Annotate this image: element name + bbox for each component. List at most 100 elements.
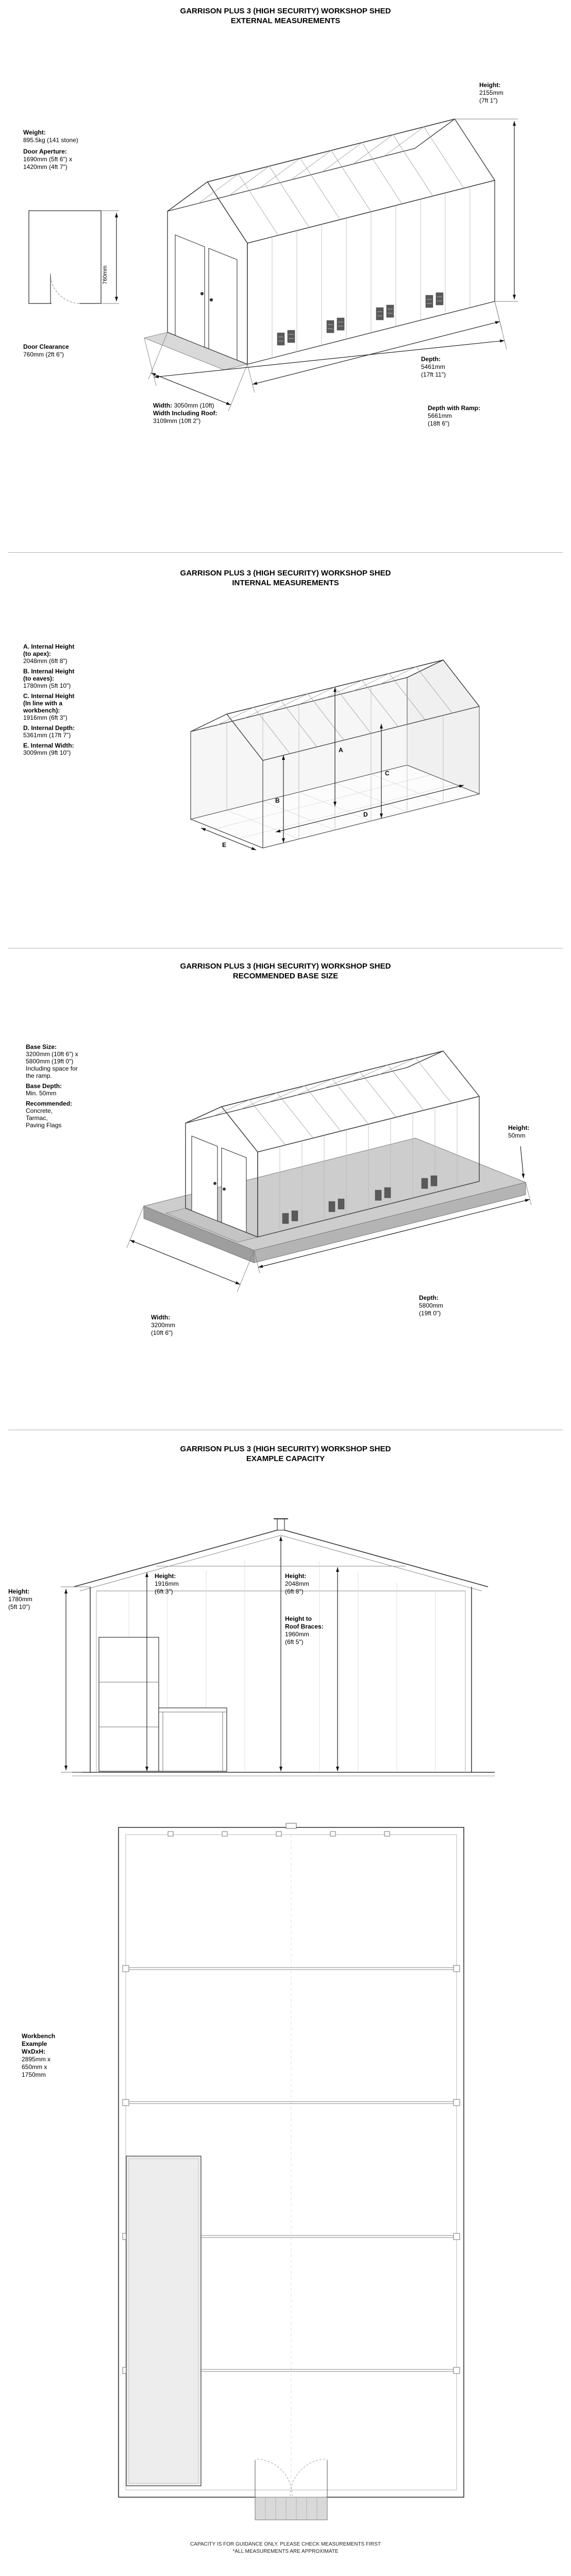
base-height-block: Height: 50mm [508,1124,529,1140]
internal-c-label: C. Internal Height [23,692,75,700]
height-dimension [455,118,518,302]
internal-d-value: 5361mm (17ft 7") [23,732,71,739]
louver-vents [277,292,444,346]
base-depth-dim-block: Depth: 5800mm (19ft 0") [419,1294,443,1317]
elevation-drawing [61,1518,495,1776]
workbench-value-1: 2895mm x [22,2056,51,2063]
external-subtitle: EXTERNAL MEASUREMENTS [230,16,341,25]
workbench-elevation [98,1637,227,1772]
roof-ribs [213,1058,452,1145]
capacity-h1780-block: Height: 1780mm (5ft 10") [8,1588,32,1611]
base-depth-value: Min. 50mm [26,1090,57,1097]
weight-value: 895.5kg (141 stone) [23,137,78,144]
height-label: Height: [479,81,501,89]
depth-ramp-dimension [144,301,507,386]
height-value-imperial: (7ft 1") [479,97,498,104]
depth-value-imperial: (17ft 11") [421,371,446,378]
front-doors [175,234,238,361]
width-line: Width: 3050mm (10ft) [153,402,217,410]
internal-b-label: B. Internal Height [23,668,75,675]
capacity-h1916-block: Height: 1916mm (6ft 3") [155,1572,179,1596]
h1780-value: 1780mm [8,1596,32,1603]
depth-ramp-block: Depth with Ramp: 5661mm (18ft 6") [428,404,480,428]
weight-aperture-block: Weight: 895.5kg (141 stone) Door Apertur… [23,129,78,171]
h1916-label: Height: [155,1572,176,1580]
h1916-value: 1916mm [155,1580,179,1587]
depth-label: Depth: [421,355,441,363]
product-title: GARRISON PLUS 3 (HIGH SECURITY) WORKSHOP… [180,569,391,578]
depth-ramp-value: 5661mm [428,412,452,419]
door-swing-arc-left [255,2459,293,2497]
base-size-value-1: 3200mm (10ft 6") x [26,1050,78,1058]
internal-measures-block: A. Internal Height (to apex): 2048mm (6f… [23,643,75,756]
width-roof-value: 3109mm (10ft 2") [153,417,201,425]
width-label: Width: [153,402,173,409]
separator [8,552,563,553]
weight-label: Weight: [23,129,46,136]
door-clearance-block: Door Clearance 760mm (2ft 6") [23,343,69,359]
internal-a-label-2: (to apex): [23,650,51,657]
capacity-h2048-block: Height: 2048mm (6ft 8") [285,1572,309,1596]
h1780-label: Height: [8,1588,30,1595]
base-width-label: Width: [151,1314,171,1321]
door-clearance-label: Door Clearance [23,343,69,350]
braces-label-1: Height to [285,1615,312,1622]
base-depth-dim-label: Depth: [419,1294,439,1301]
base-height-label: Height: [508,1124,530,1131]
door-aperture-label: Door Aperture: [23,148,67,155]
braces-value-imperial: (6ft 5") [285,1638,304,1646]
base-height-value: 50mm [508,1132,526,1139]
elevation-dimensions [61,1536,339,1773]
product-title: GARRISON PLUS 3 (HIGH SECURITY) WORKSHOP… [180,7,391,15]
base-size-label: Base Size: [26,1043,57,1050]
front-doors [191,1136,247,1233]
h2048-value-imperial: (6ft 8") [285,1588,304,1595]
h1780-value-imperial: (5ft 10") [8,1603,30,1611]
base-recommended-2: Tarmac, [26,1114,48,1122]
base-width-value-imperial: (10ft 6") [151,1329,173,1336]
workbench-label-3: WxDxH: [22,2048,46,2055]
base-size-note-2: the ramp. [26,1072,52,1079]
marker-e: E [222,841,226,849]
external-shed-drawing [143,118,518,412]
internal-c-label-3: workbench): [23,707,60,714]
door-clearance-value: 760mm (2ft 6") [23,351,64,358]
workbench-example-block: Workbench Example WxDxH: 2895mm x 650mm … [22,2032,55,2079]
base-size-note-1: Including space for [26,1065,78,1072]
internal-a-label: A. Internal Height [23,643,75,650]
internal-a-value: 2048mm (6ft 8") [23,657,68,665]
internal-b-label-2: (to eaves): [23,675,55,682]
base-depth-dim-value-imperial: (19ft 0") [419,1310,441,1317]
base-depth-dim-value: 5800mm [419,1302,443,1309]
door-clearance-drawing [28,210,119,304]
external-title: GARRISON PLUS 3 (HIGH SECURITY) WORKSHOP… [0,6,571,26]
base-recommended-1: Concrete, [26,1107,53,1114]
width-block: Width: 3050mm (10ft) Width Including Roo… [153,402,217,425]
ramp-plan [255,2497,328,2520]
base-size-block: Base Size: 3200mm (10ft 6") x 5800mm (19… [26,1043,78,1129]
width-value: 3050mm (10ft) [174,402,214,409]
depth-dimension [247,301,502,393]
internal-e-label: E. Internal Width: [23,742,74,749]
h1916-value-imperial: (6ft 3") [155,1588,173,1595]
braces-label-2: Roof Braces: [285,1623,324,1630]
base-size-value-2: 5800mm (19ft 0") [26,1058,74,1065]
internal-subtitle: INTERNAL MEASUREMENTS [232,579,339,587]
internal-c-value: 1916mm (6ft 3") [23,714,68,721]
workbench-plan [126,2156,201,2486]
internal-e-value: 3009mm (9ft 10") [23,749,71,756]
base-width-dimension [126,1206,255,1293]
workbench-value-3: 1750mm [22,2071,46,2078]
marker-b: B [275,797,280,804]
braces-value: 1960mm [285,1631,309,1638]
internal-title: GARRISON PLUS 3 (HIGH SECURITY) WORKSHOP… [0,568,571,588]
base-subtitle: RECOMMENDED BASE SIZE [232,972,339,980]
door-swing-arc [50,273,81,304]
workbench-label-1: Workbench [22,2032,56,2040]
door-aperture-value-1: 1690mm (5ft 6") x [23,156,72,163]
base-width-value: 3200mm [151,1321,175,1329]
base-width-block: Width: 3200mm (10ft 6") [151,1314,175,1337]
base-recommended-3: Paving Flags [26,1122,62,1129]
height-value: 2155mm [479,89,503,96]
